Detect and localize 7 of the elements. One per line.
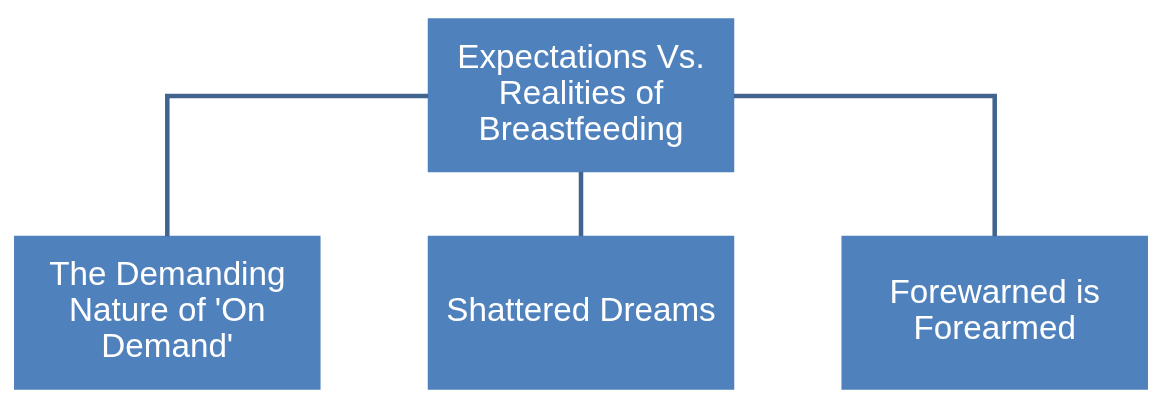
node-box: The Demanding Nature of 'On Demand' <box>14 235 321 390</box>
connector <box>578 171 584 236</box>
node-box: Expectations Vs. Realities of Breastfeeding <box>427 18 735 173</box>
connector <box>733 93 997 237</box>
node-box: Shattered Dreams <box>427 235 735 390</box>
connector <box>165 93 429 237</box>
node-box: Forewarned is Forearmed <box>841 235 1148 390</box>
